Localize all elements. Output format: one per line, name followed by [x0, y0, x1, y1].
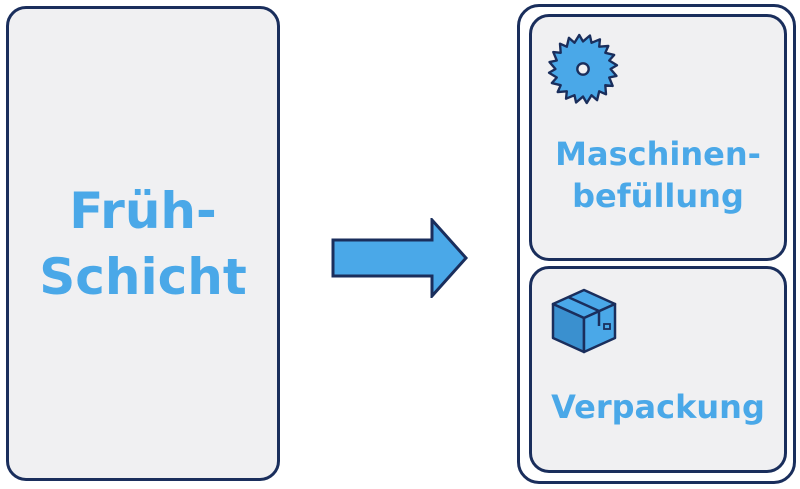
shift-panel: Früh- Schicht — [6, 6, 280, 481]
shift-title: Früh- Schicht — [39, 178, 247, 310]
task-card-machine-filling: Maschinen- befüllung — [529, 14, 787, 261]
task-label-line-1: Maschinen- — [555, 135, 761, 173]
task-label-line-2: befüllung — [572, 177, 744, 215]
task-label-machine-filling: Maschinen- befüllung — [532, 133, 784, 217]
shift-title-line-1: Früh- — [69, 181, 217, 240]
package-box-icon — [551, 288, 617, 354]
task-card-packaging: Verpackung — [529, 266, 787, 473]
right-arrow-icon — [331, 218, 469, 298]
task-label-packaging: Verpackung — [532, 386, 784, 428]
shift-title-line-2: Schicht — [39, 247, 247, 306]
task-label-line-1: Verpackung — [551, 388, 765, 426]
saw-blade-icon — [547, 33, 619, 105]
